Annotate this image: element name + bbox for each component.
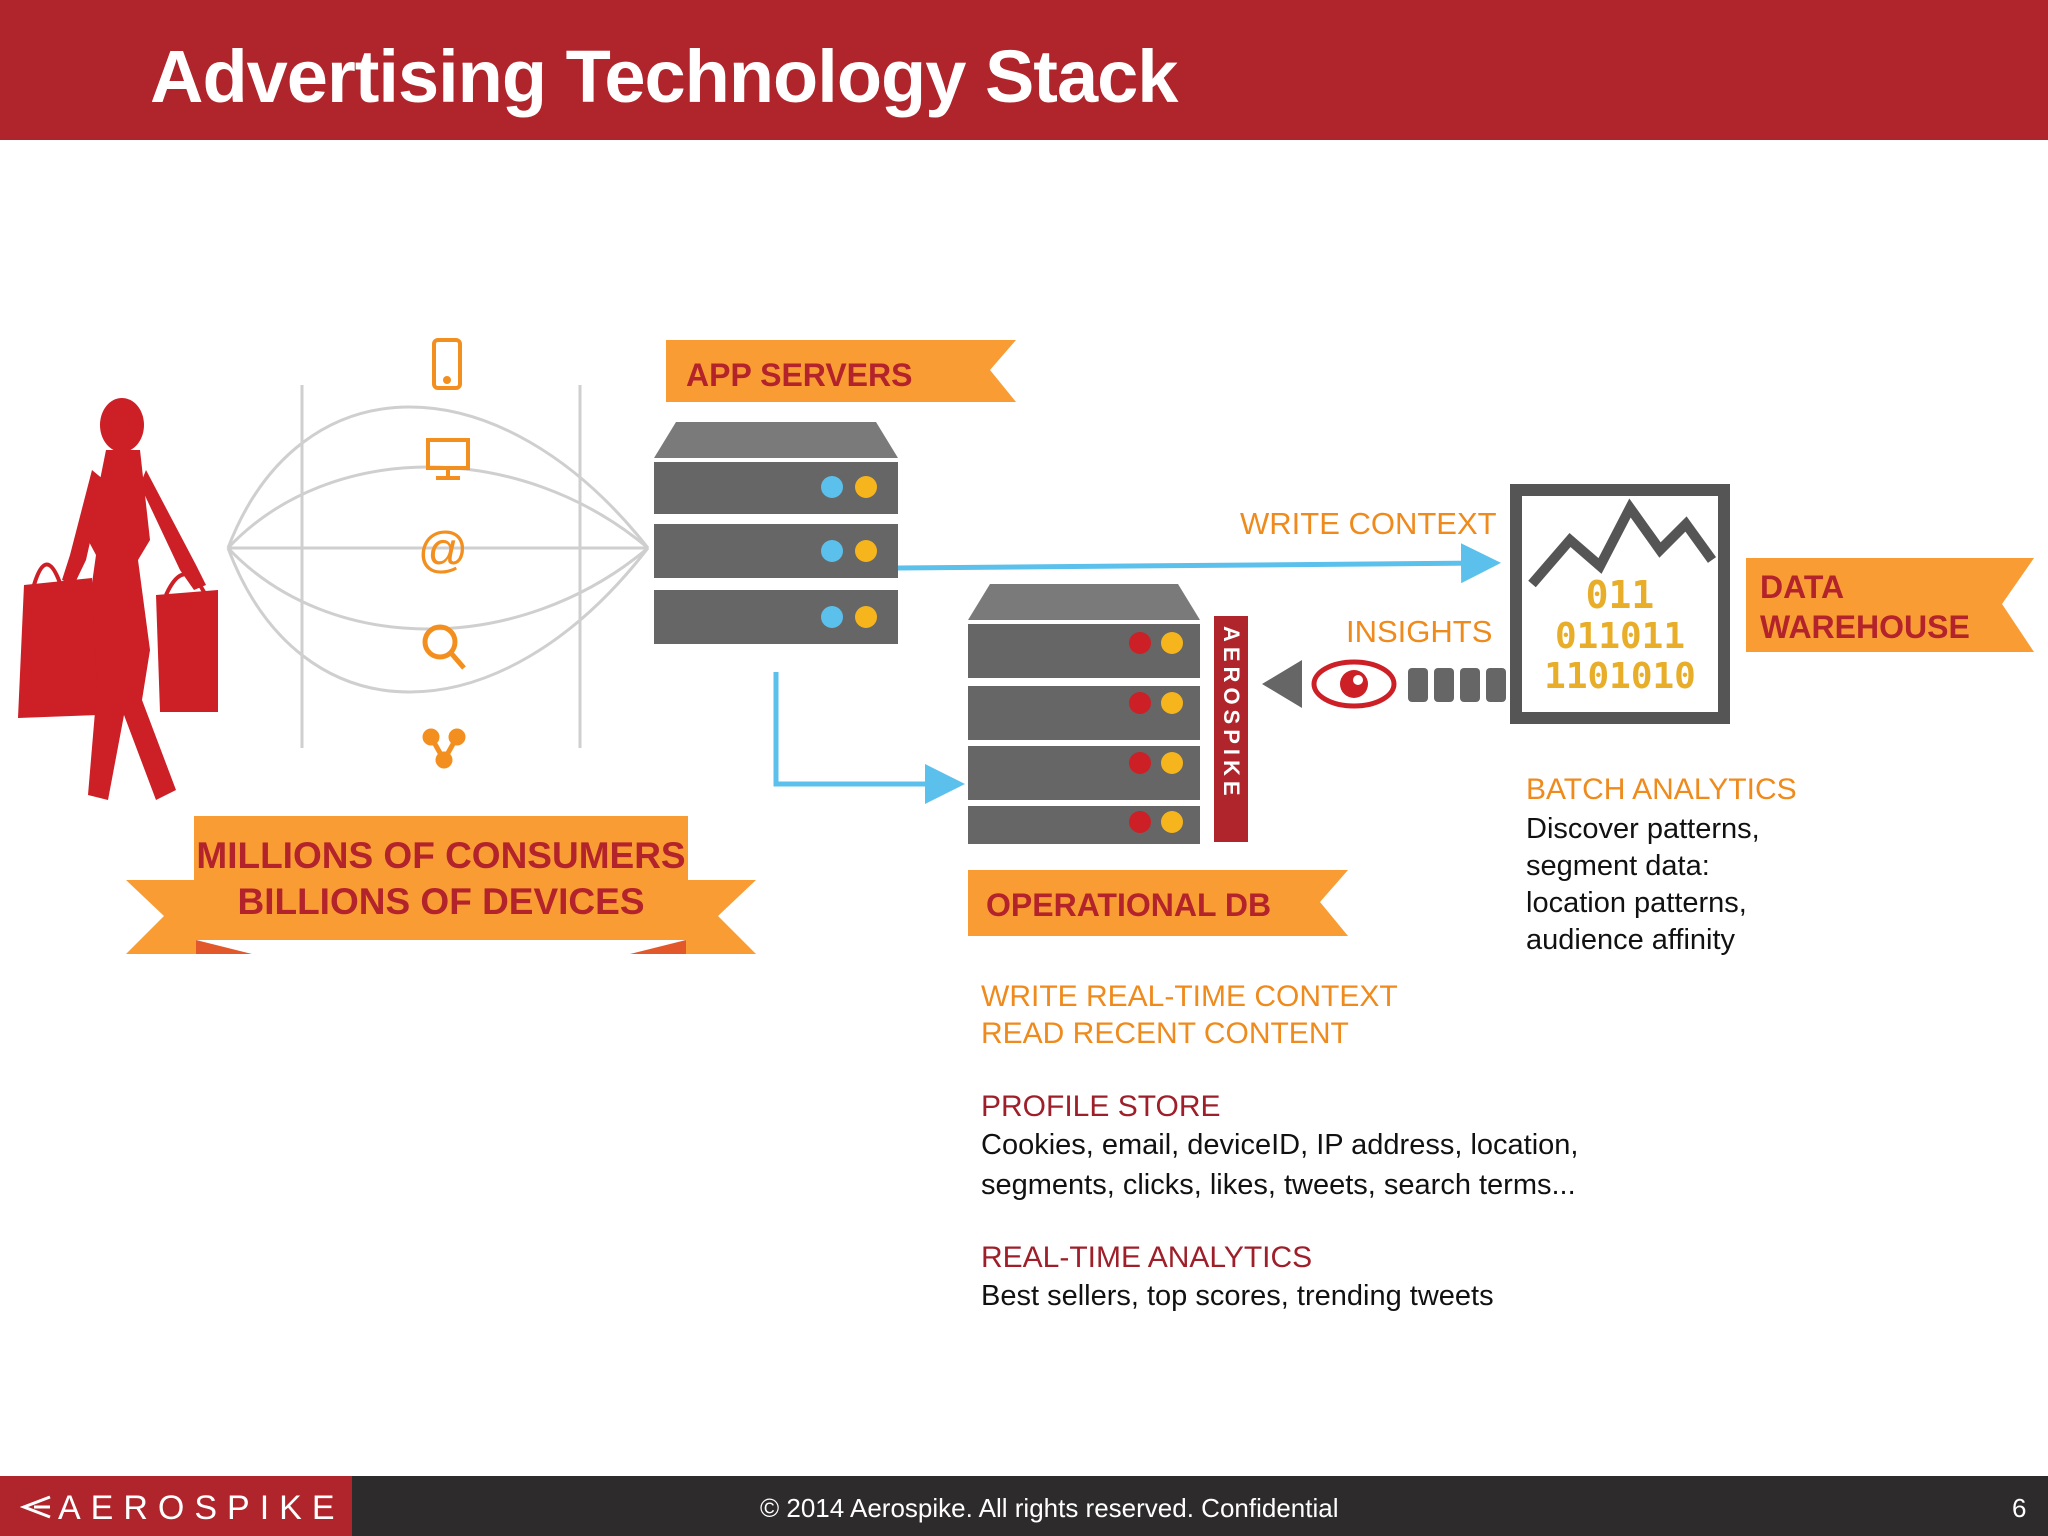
app-to-db-arrow <box>773 672 965 804</box>
data-warehouse-box <box>1510 484 1730 724</box>
write-context-label: WRITE CONTEXT <box>1240 506 1497 541</box>
svg-text:@: @ <box>418 522 469 578</box>
page-number: 6 <box>2012 1493 2027 1523</box>
app-server-stack <box>654 422 898 644</box>
data-warehouse-label-1: DATA <box>1760 569 1844 605</box>
profile-store-line-2: segments, clicks, likes, tweets, search … <box>981 1169 1576 1201</box>
share-icon <box>422 728 466 769</box>
consumers-line-2: BILLIONS OF DEVICES <box>237 881 645 922</box>
title-bar <box>0 0 2048 140</box>
operational-db-label: OPERATIONAL DB <box>986 887 1271 923</box>
footer-logo-block <box>0 1476 352 1536</box>
data-warehouse-banner <box>1746 558 2034 652</box>
slide-title: Advertising Technology Stack <box>150 35 1178 118</box>
copyright-text: © 2014 Aerospike. All rights reserved. C… <box>760 1493 1339 1523</box>
footer-logo-text: AEROSPIKE <box>58 1489 345 1527</box>
realtime-analytics-line-1: Best sellers, top scores, trending tweet… <box>981 1280 1494 1312</box>
binary-line-1: 011 <box>1586 573 1655 617</box>
consumers-ribbon <box>126 816 756 954</box>
phone-icon <box>432 338 462 390</box>
profile-store-title: PROFILE STORE <box>981 1090 1221 1123</box>
aerospike-vertical-band <box>1214 616 1248 842</box>
operational-db-banner <box>968 870 1348 936</box>
db-context-line-2: READ RECENT CONTENT <box>981 1017 1349 1050</box>
insights-label: INSIGHTS <box>1346 614 1492 649</box>
batch-analytics-line-2: segment data: <box>1526 850 1710 882</box>
consumers-ribbon-text: MILLIONS OF CONSUMERS BILLIONS OF DEVICE… <box>194 833 688 925</box>
shopper-silhouette <box>18 398 218 800</box>
write-context-arrow <box>897 543 1501 584</box>
app-servers-label: APP SERVERS <box>686 357 912 393</box>
monitor-icon <box>426 438 470 480</box>
app-servers-banner <box>666 340 1016 402</box>
batch-analytics-line-4: audience affinity <box>1526 924 1736 956</box>
data-warehouse-label-2: WAREHOUSE <box>1760 609 1970 645</box>
batch-analytics-line-3: location patterns, <box>1526 887 1747 919</box>
operational-db-stack <box>968 584 1200 844</box>
device-network <box>226 385 650 748</box>
insights-flow <box>1262 659 1506 709</box>
search-icon <box>422 624 466 670</box>
consumers-line-1: MILLIONS OF CONSUMERS <box>196 835 686 876</box>
batch-analytics-line-1: Discover patterns, <box>1526 813 1760 845</box>
batch-analytics-title: BATCH ANALYTICS <box>1526 773 1797 806</box>
aerospike-vertical-label: AEROSPIKE <box>1219 626 1244 801</box>
binary-line-3: 1101010 <box>1544 656 1696 697</box>
profile-store-line-1: Cookies, email, deviceID, IP address, lo… <box>981 1129 1579 1161</box>
aerospike-logo-icon <box>20 1495 51 1519</box>
realtime-analytics-title: REAL-TIME ANALYTICS <box>981 1241 1313 1274</box>
at-sign-icon: @ <box>418 522 469 578</box>
binary-line-2: 011011 <box>1555 616 1685 657</box>
db-context-line-1: WRITE REAL-TIME CONTEXT <box>981 980 1398 1013</box>
